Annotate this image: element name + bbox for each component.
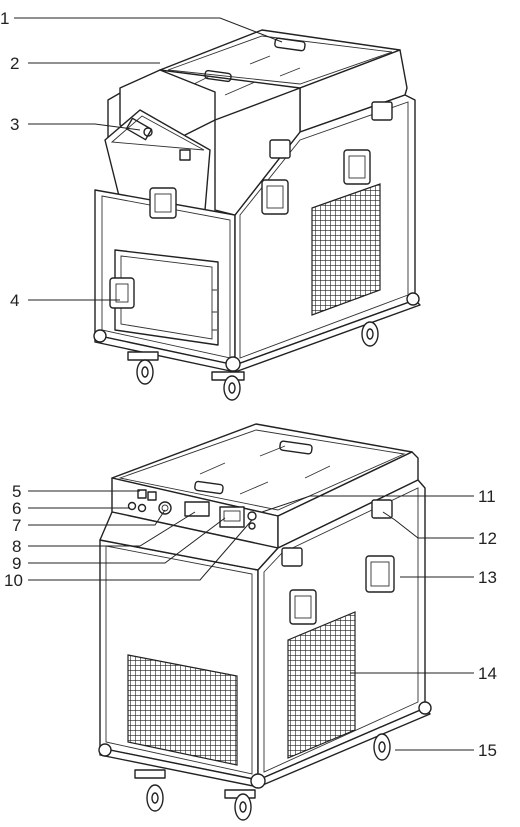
callout-14: 14 bbox=[478, 664, 497, 683]
callout-labels: 1 2 3 4 5 6 7 8 9 10 11 12 13 14 15 bbox=[0, 9, 497, 760]
callout-11: 11 bbox=[478, 487, 496, 506]
bottom-unit-drawing bbox=[98, 423, 432, 821]
top-unit-drawing bbox=[93, 29, 421, 401]
callout-3: 3 bbox=[10, 115, 19, 134]
callout-1: 1 bbox=[0, 9, 9, 28]
callout-7: 7 bbox=[12, 516, 21, 535]
callout-6: 6 bbox=[12, 499, 21, 518]
leader-lines bbox=[14, 17, 474, 751]
callout-5: 5 bbox=[12, 482, 21, 501]
callout-12: 12 bbox=[478, 529, 497, 548]
callout-8: 8 bbox=[12, 537, 21, 556]
callout-9: 9 bbox=[12, 554, 21, 573]
callout-4: 4 bbox=[10, 291, 19, 310]
callout-13: 13 bbox=[478, 568, 497, 587]
callout-15: 15 bbox=[478, 741, 497, 760]
callout-2: 2 bbox=[10, 54, 19, 73]
callout-10: 10 bbox=[4, 571, 23, 590]
